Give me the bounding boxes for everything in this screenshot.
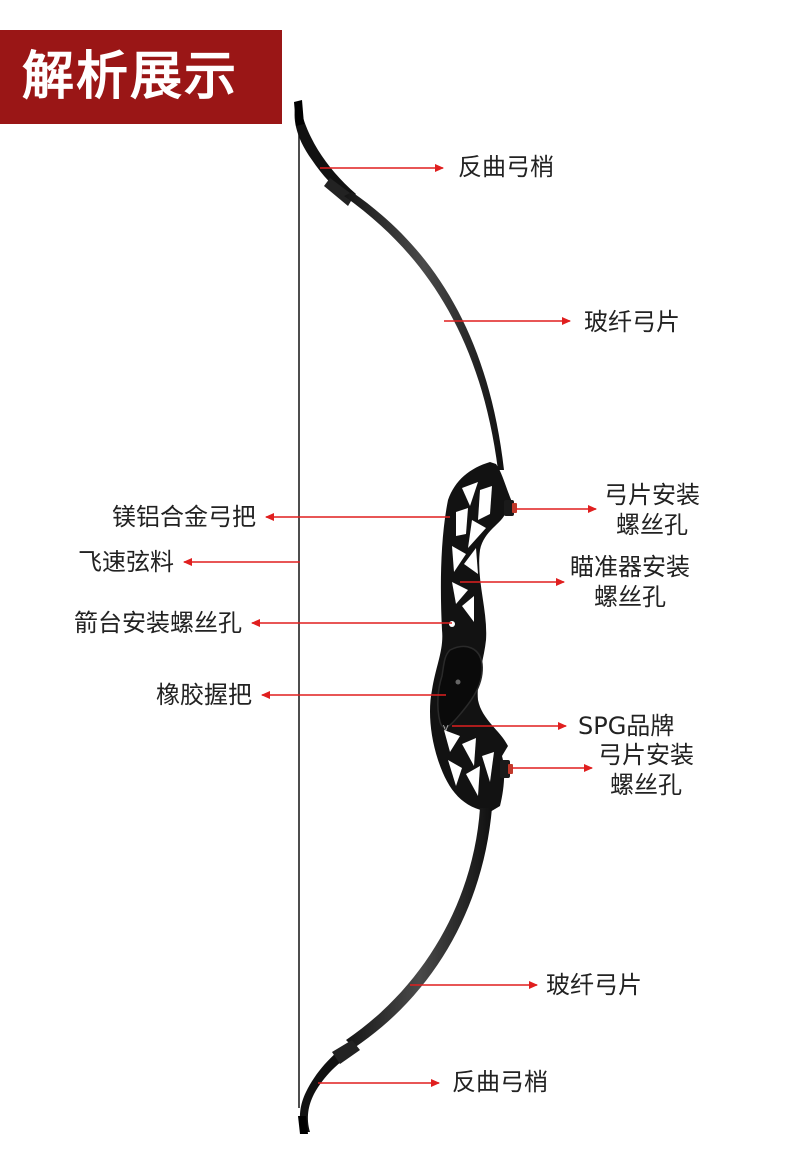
label-upper-limb: 玻纤弓片 (584, 308, 680, 336)
lower-limb (346, 808, 492, 1048)
label-sight-mount-line2: 螺丝孔 (594, 583, 666, 611)
upper-limb (344, 192, 504, 470)
label-sight-mount-line1: 瞄准器安装 (570, 553, 690, 581)
riser (430, 462, 512, 812)
label-brand: SPG品牌 (578, 712, 675, 740)
riser-logo: V (443, 724, 449, 733)
label-lower-limb: 玻纤弓片 (546, 971, 642, 999)
label-grip: 橡胶握把 (156, 681, 252, 709)
upper-limb-bolt (504, 500, 517, 516)
label-upper-limb-bolt: 弓片安装 螺丝孔 (596, 480, 708, 540)
bottom-recurve-tip (298, 1040, 360, 1134)
label-bottom-recurve-tip: 反曲弓梢 (452, 1068, 548, 1096)
top-recurve-tip (294, 100, 356, 206)
label-sight-mount: 瞄准器安装 螺丝孔 (560, 552, 700, 612)
label-lower-limb-bolt: 弓片安装 螺丝孔 (590, 740, 702, 800)
label-top-recurve-tip: 反曲弓梢 (458, 153, 554, 181)
label-string: 飞速弦料 (78, 548, 174, 576)
leader-arrows (183, 164, 597, 1087)
section-title-banner: 解析展示 (0, 30, 282, 124)
label-upper-limb-bolt-line2: 螺丝孔 (616, 511, 688, 539)
lower-limb-bolt (500, 760, 513, 778)
label-lower-limb-bolt-line1: 弓片安装 (598, 741, 694, 769)
label-riser: 镁铝合金弓把 (112, 503, 256, 531)
grip-screw (455, 679, 461, 685)
label-rest-mount: 箭台安装螺丝孔 (74, 609, 242, 637)
rubber-grip (437, 645, 483, 729)
label-upper-limb-bolt-line1: 弓片安装 (604, 481, 700, 509)
label-lower-limb-bolt-line2: 螺丝孔 (610, 771, 682, 799)
